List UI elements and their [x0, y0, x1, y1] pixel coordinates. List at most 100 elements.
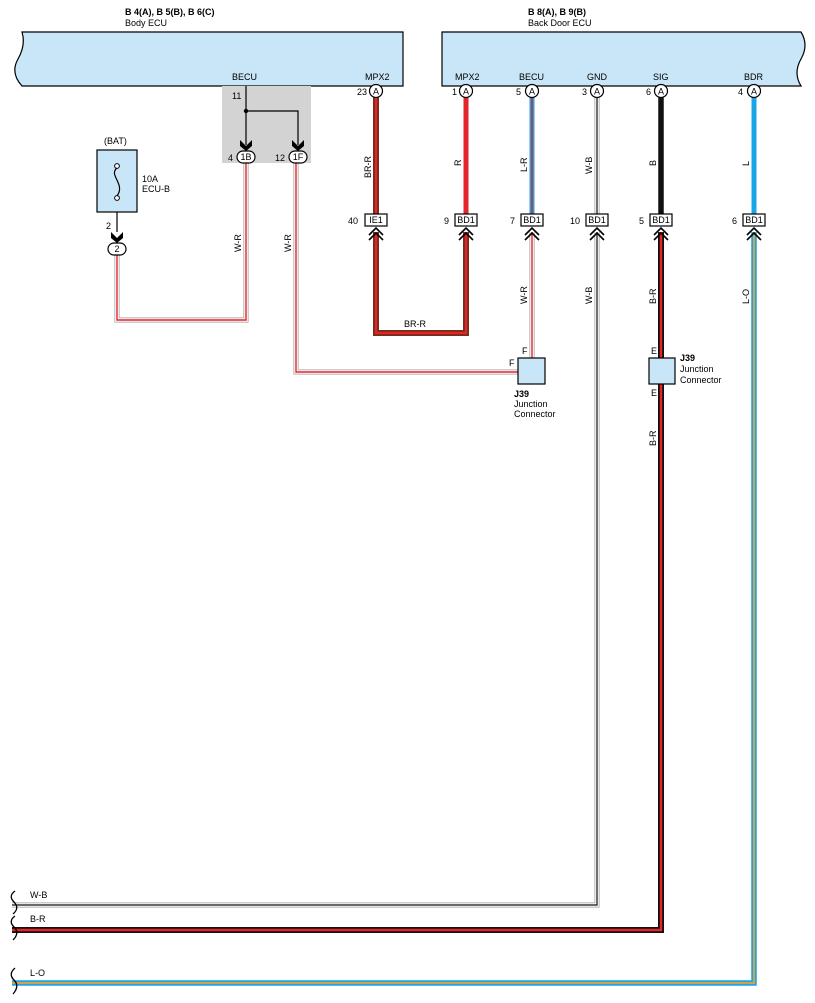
- back-ecu-pin-sig: SIG: [653, 72, 669, 82]
- label-l-o-mid: L-O: [741, 289, 751, 304]
- svg-text:3: 3: [582, 87, 587, 97]
- continuation-b-r: B-R: [10, 914, 46, 941]
- svg-text:A: A: [373, 87, 379, 97]
- fuse-connector: 2: [107, 232, 127, 256]
- svg-text:F: F: [522, 346, 528, 356]
- back-ecu-pin-4: A 4: [738, 83, 762, 99]
- fuse-source: (BAT): [104, 136, 127, 146]
- fuse-pin: 2: [106, 221, 111, 231]
- junction-j39-f: F F: [509, 346, 546, 385]
- body-ecu-name: Body ECU: [125, 18, 167, 28]
- back-ecu-name: Back Door ECU: [528, 18, 592, 28]
- j39-desc1-1: Junction: [514, 399, 548, 409]
- label-br-r-bottom: BR-R: [404, 319, 426, 329]
- svg-text:1F: 1F: [293, 152, 304, 162]
- svg-text:A: A: [463, 87, 469, 97]
- label-r: R: [453, 159, 463, 166]
- back-door-ecu-box: [441, 31, 806, 87]
- inline-connector-bd1-5: BD1 5: [639, 213, 673, 241]
- connector-1f: 1F 12: [275, 140, 308, 164]
- label-w-r-1: W-R: [233, 234, 243, 252]
- svg-text:5: 5: [639, 216, 644, 226]
- inline-connector-bd1-7: BD1 7: [510, 213, 544, 241]
- back-ecu-pin-5: A 5: [516, 83, 540, 99]
- j39-id-1: J39: [514, 389, 529, 399]
- label-b: B: [648, 160, 658, 166]
- body-ecu-pin-23: A 23: [357, 83, 384, 99]
- wire-w-b-long: [12, 232, 600, 908]
- body-ecu-pin-mpx2: MPX2: [365, 72, 390, 82]
- fuse-name: ECU-B: [142, 184, 170, 194]
- svg-text:E: E: [651, 346, 657, 356]
- wire-w-r-1f: [293, 163, 518, 375]
- label-br-r-top: BR-R: [363, 156, 373, 178]
- wire-br-r: [373, 97, 469, 336]
- back-ecu-pin-gnd: GND: [587, 72, 608, 82]
- wire-b-r-long: [12, 232, 664, 933]
- node-11-label: 11: [232, 91, 241, 101]
- j39-id-2: J39: [680, 353, 695, 363]
- svg-text:4: 4: [738, 87, 743, 97]
- label-b-r-low: B-R: [648, 430, 658, 446]
- svg-text:BD1: BD1: [652, 215, 670, 225]
- back-ecu-pin-3: A 3: [582, 83, 605, 99]
- continuation-l-o: L-O: [10, 967, 45, 995]
- j39-desc1-2: Junction: [680, 364, 714, 374]
- svg-text:BD1: BD1: [523, 215, 541, 225]
- label-w-b-top: W-B: [584, 157, 594, 174]
- svg-text:7: 7: [510, 216, 515, 226]
- connector-1b: 1B 4: [228, 140, 256, 164]
- svg-text:1B: 1B: [240, 152, 251, 162]
- svg-text:1: 1: [452, 87, 457, 97]
- back-ecu-pin-6: A 6: [646, 83, 669, 99]
- internal-wiring: [245, 86, 299, 145]
- svg-text:6: 6: [732, 216, 737, 226]
- label-w-b-mid: W-B: [584, 287, 594, 304]
- svg-text:4: 4: [228, 153, 233, 163]
- svg-text:9: 9: [444, 216, 449, 226]
- back-ecu-connectors: B 8(A), B 9(B): [528, 7, 586, 17]
- back-ecu-pin-1: A 1: [452, 83, 474, 99]
- body-ecu-pin-becu: BECU: [232, 72, 257, 82]
- svg-text:2: 2: [114, 244, 119, 254]
- svg-text:12: 12: [275, 153, 285, 163]
- back-ecu-pin-bdr: BDR: [744, 72, 764, 82]
- svg-text:10: 10: [570, 216, 580, 226]
- j39-desc2-1: Connector: [514, 409, 556, 419]
- svg-text:6: 6: [646, 87, 651, 97]
- body-ecu-box: [14, 31, 404, 87]
- svg-text:5: 5: [516, 87, 521, 97]
- fuse-rating: 10A: [142, 174, 158, 184]
- body-ecu-internal-area: [222, 86, 311, 163]
- svg-text:A: A: [594, 87, 600, 97]
- svg-text:A: A: [751, 87, 757, 97]
- label-w-r-3: W-R: [519, 286, 529, 304]
- wire-w-r-fuse: [114, 163, 249, 323]
- svg-text:E: E: [651, 388, 657, 398]
- inline-connector-bd1-6: BD1 6: [732, 213, 766, 241]
- svg-text:A: A: [529, 87, 535, 97]
- label-b-r-mid: B-R: [648, 288, 658, 304]
- svg-text:BD1: BD1: [745, 215, 763, 225]
- svg-text:BD1: BD1: [588, 215, 606, 225]
- splice-dot: [243, 108, 249, 114]
- svg-text:L-O: L-O: [30, 968, 45, 978]
- back-ecu-pin-becu: BECU: [519, 72, 544, 82]
- label-w-r-2: W-R: [283, 234, 293, 252]
- inline-connector-bd1-9: BD1 9: [444, 213, 478, 241]
- inline-connector-ie1: IE1 40: [348, 213, 388, 241]
- continuation-w-b: W-B: [10, 890, 47, 915]
- back-ecu-pin-mpx2: MPX2: [455, 72, 480, 82]
- junction-j39-e: E E: [648, 346, 676, 398]
- body-ecu-connectors: B 4(A), B 5(B), B 6(C): [125, 7, 215, 17]
- svg-text:B-R: B-R: [30, 914, 46, 924]
- svg-text:40: 40: [348, 216, 358, 226]
- svg-text:W-B: W-B: [30, 890, 47, 900]
- wire-l-o-long: [12, 232, 757, 986]
- label-l-r: L-R: [519, 157, 529, 172]
- svg-text:IE1: IE1: [369, 215, 383, 225]
- label-l: L: [741, 161, 751, 166]
- svg-text:F: F: [509, 358, 515, 368]
- j39-desc2-2: Connector: [680, 375, 722, 385]
